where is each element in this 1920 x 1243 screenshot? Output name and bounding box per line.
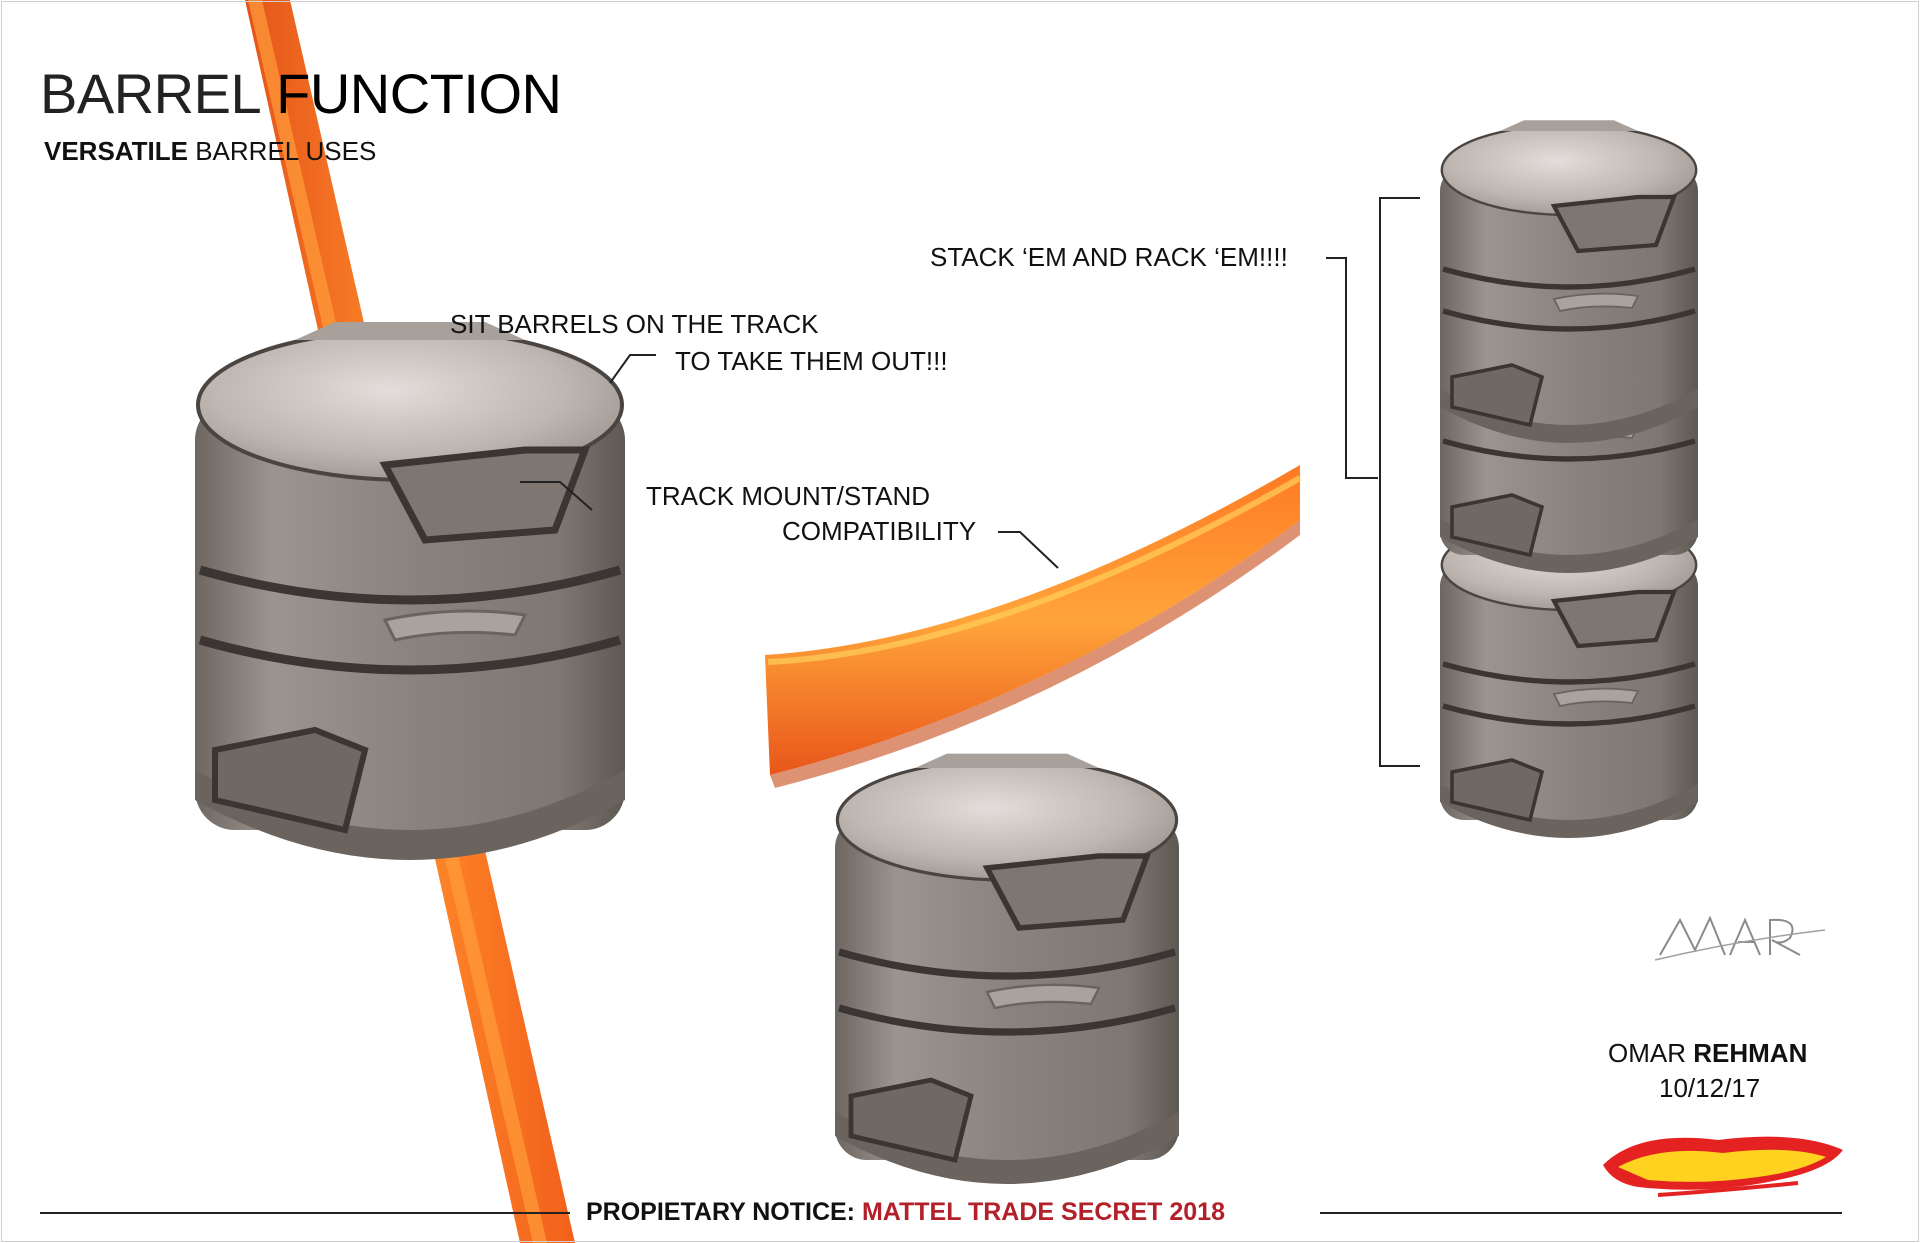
barrel-under-track [835, 754, 1179, 1184]
stack-bracket [1379, 197, 1420, 767]
designer-name: OMAR REHMAN [1608, 1040, 1807, 1066]
designer-signature [1654, 915, 1826, 961]
barrel-on-track [195, 322, 625, 860]
orange-track-curved [765, 465, 1300, 775]
designer-first-name: OMAR [1608, 1038, 1686, 1068]
callout-sit-line2: TO TAKE THEM OUT!!! [675, 346, 948, 376]
proprietary-notice: PROPIETARY NOTICE: MATTEL TRADE SECRET 2… [586, 1200, 1225, 1225]
subtitle-rest: BARREL USES [195, 136, 377, 166]
callout-sit-line1: SIT BARRELS ON THE TRACK [450, 309, 819, 339]
leader-line-mount-left [520, 481, 593, 511]
subtitle-bold: VERSATILE [44, 136, 188, 166]
barrel-stack-top [1440, 120, 1698, 443]
design-date: 10/12/17 [1659, 1073, 1761, 1103]
notice-value: MATTEL TRADE SECRET 2018 [861, 1198, 1225, 1226]
title-bold: FUNCTION [276, 62, 562, 125]
page-subtitle: VERSATILE BARREL USES [44, 138, 376, 164]
callout-mount-line2: COMPATIBILITY [782, 516, 977, 546]
leader-line-sit [609, 354, 656, 384]
title-light: BARREL [40, 62, 262, 125]
page-title: BARREL FUNCTION [40, 66, 562, 122]
callout-mount-line1: TRACK MOUNT/STAND [646, 481, 931, 511]
callout-stack: STACK ‘EM AND RACK ‘EM!!!! [930, 242, 1288, 272]
leader-line-mount-right [998, 531, 1059, 569]
designer-last-name: REHMAN [1693, 1038, 1808, 1068]
notice-label: PROPIETARY NOTICE: [586, 1198, 856, 1226]
leader-line-stack [1326, 257, 1378, 479]
hot-wheels-flame-logo [1603, 1136, 1843, 1197]
